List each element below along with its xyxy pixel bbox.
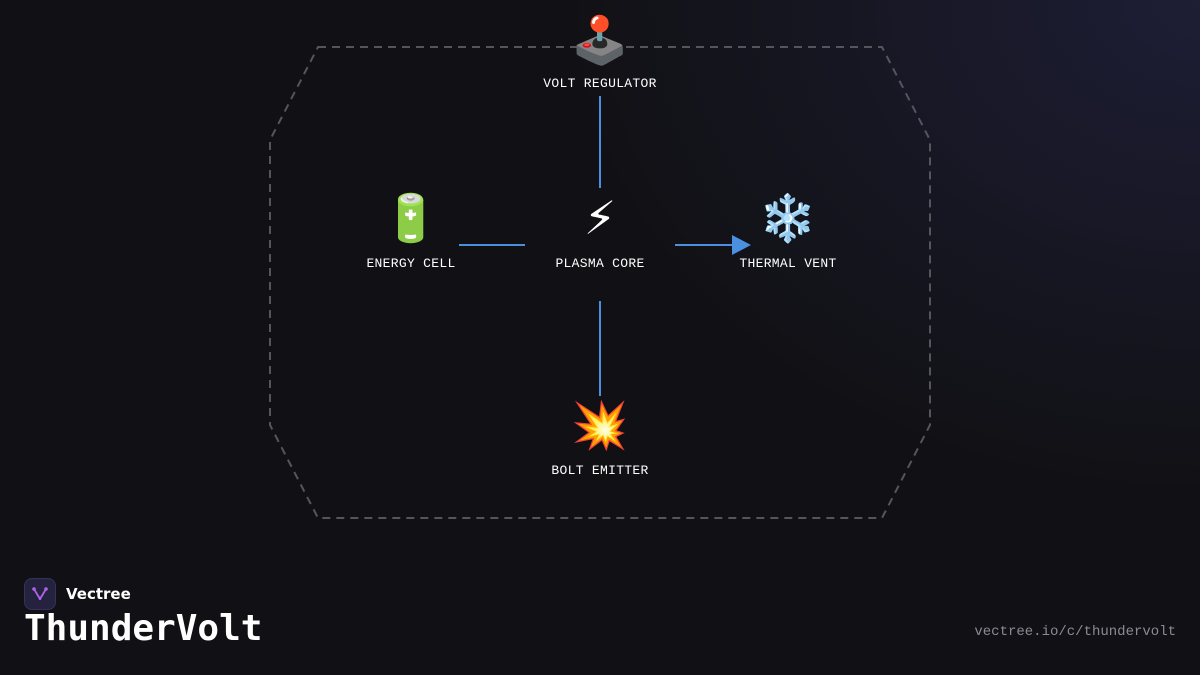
node-label: BOLT EMITTER	[551, 463, 649, 478]
brand: Vectree	[24, 577, 131, 611]
node-label: VOLT REGULATOR	[543, 76, 657, 91]
node-volt-regulator[interactable]: 🕹️ VOLT REGULATOR	[500, 12, 700, 91]
brand-name[interactable]: Vectree	[66, 585, 131, 603]
node-bolt-emitter[interactable]: 💥 BOLT EMITTER	[500, 397, 700, 478]
node-label: THERMAL VENT	[739, 256, 837, 271]
arrowhead-thermal-vent	[732, 235, 751, 255]
page-title: ThunderVolt	[24, 608, 263, 649]
battery-icon: 🔋	[382, 191, 440, 245]
node-plasma-core[interactable]: ⚡ PLASMA CORE	[500, 190, 700, 271]
source-url[interactable]: vectree.io/c/thundervolt	[974, 624, 1176, 640]
node-label: PLASMA CORE	[555, 256, 645, 271]
joystick-icon: 🕹️	[571, 13, 629, 67]
vectree-logo-glyph	[32, 587, 48, 601]
node-energy-cell[interactable]: 🔋 ENERGY CELL	[311, 190, 511, 271]
node-thermal-vent[interactable]: ❄️ THERMAL VENT	[688, 190, 888, 271]
node-label: ENERGY CELL	[366, 256, 456, 271]
snowflake-icon: ❄️	[759, 191, 817, 245]
vectree-logo-icon[interactable]	[24, 578, 56, 610]
explosion-icon: 💥	[571, 398, 629, 452]
lightning-bolt-icon: ⚡	[583, 191, 617, 245]
